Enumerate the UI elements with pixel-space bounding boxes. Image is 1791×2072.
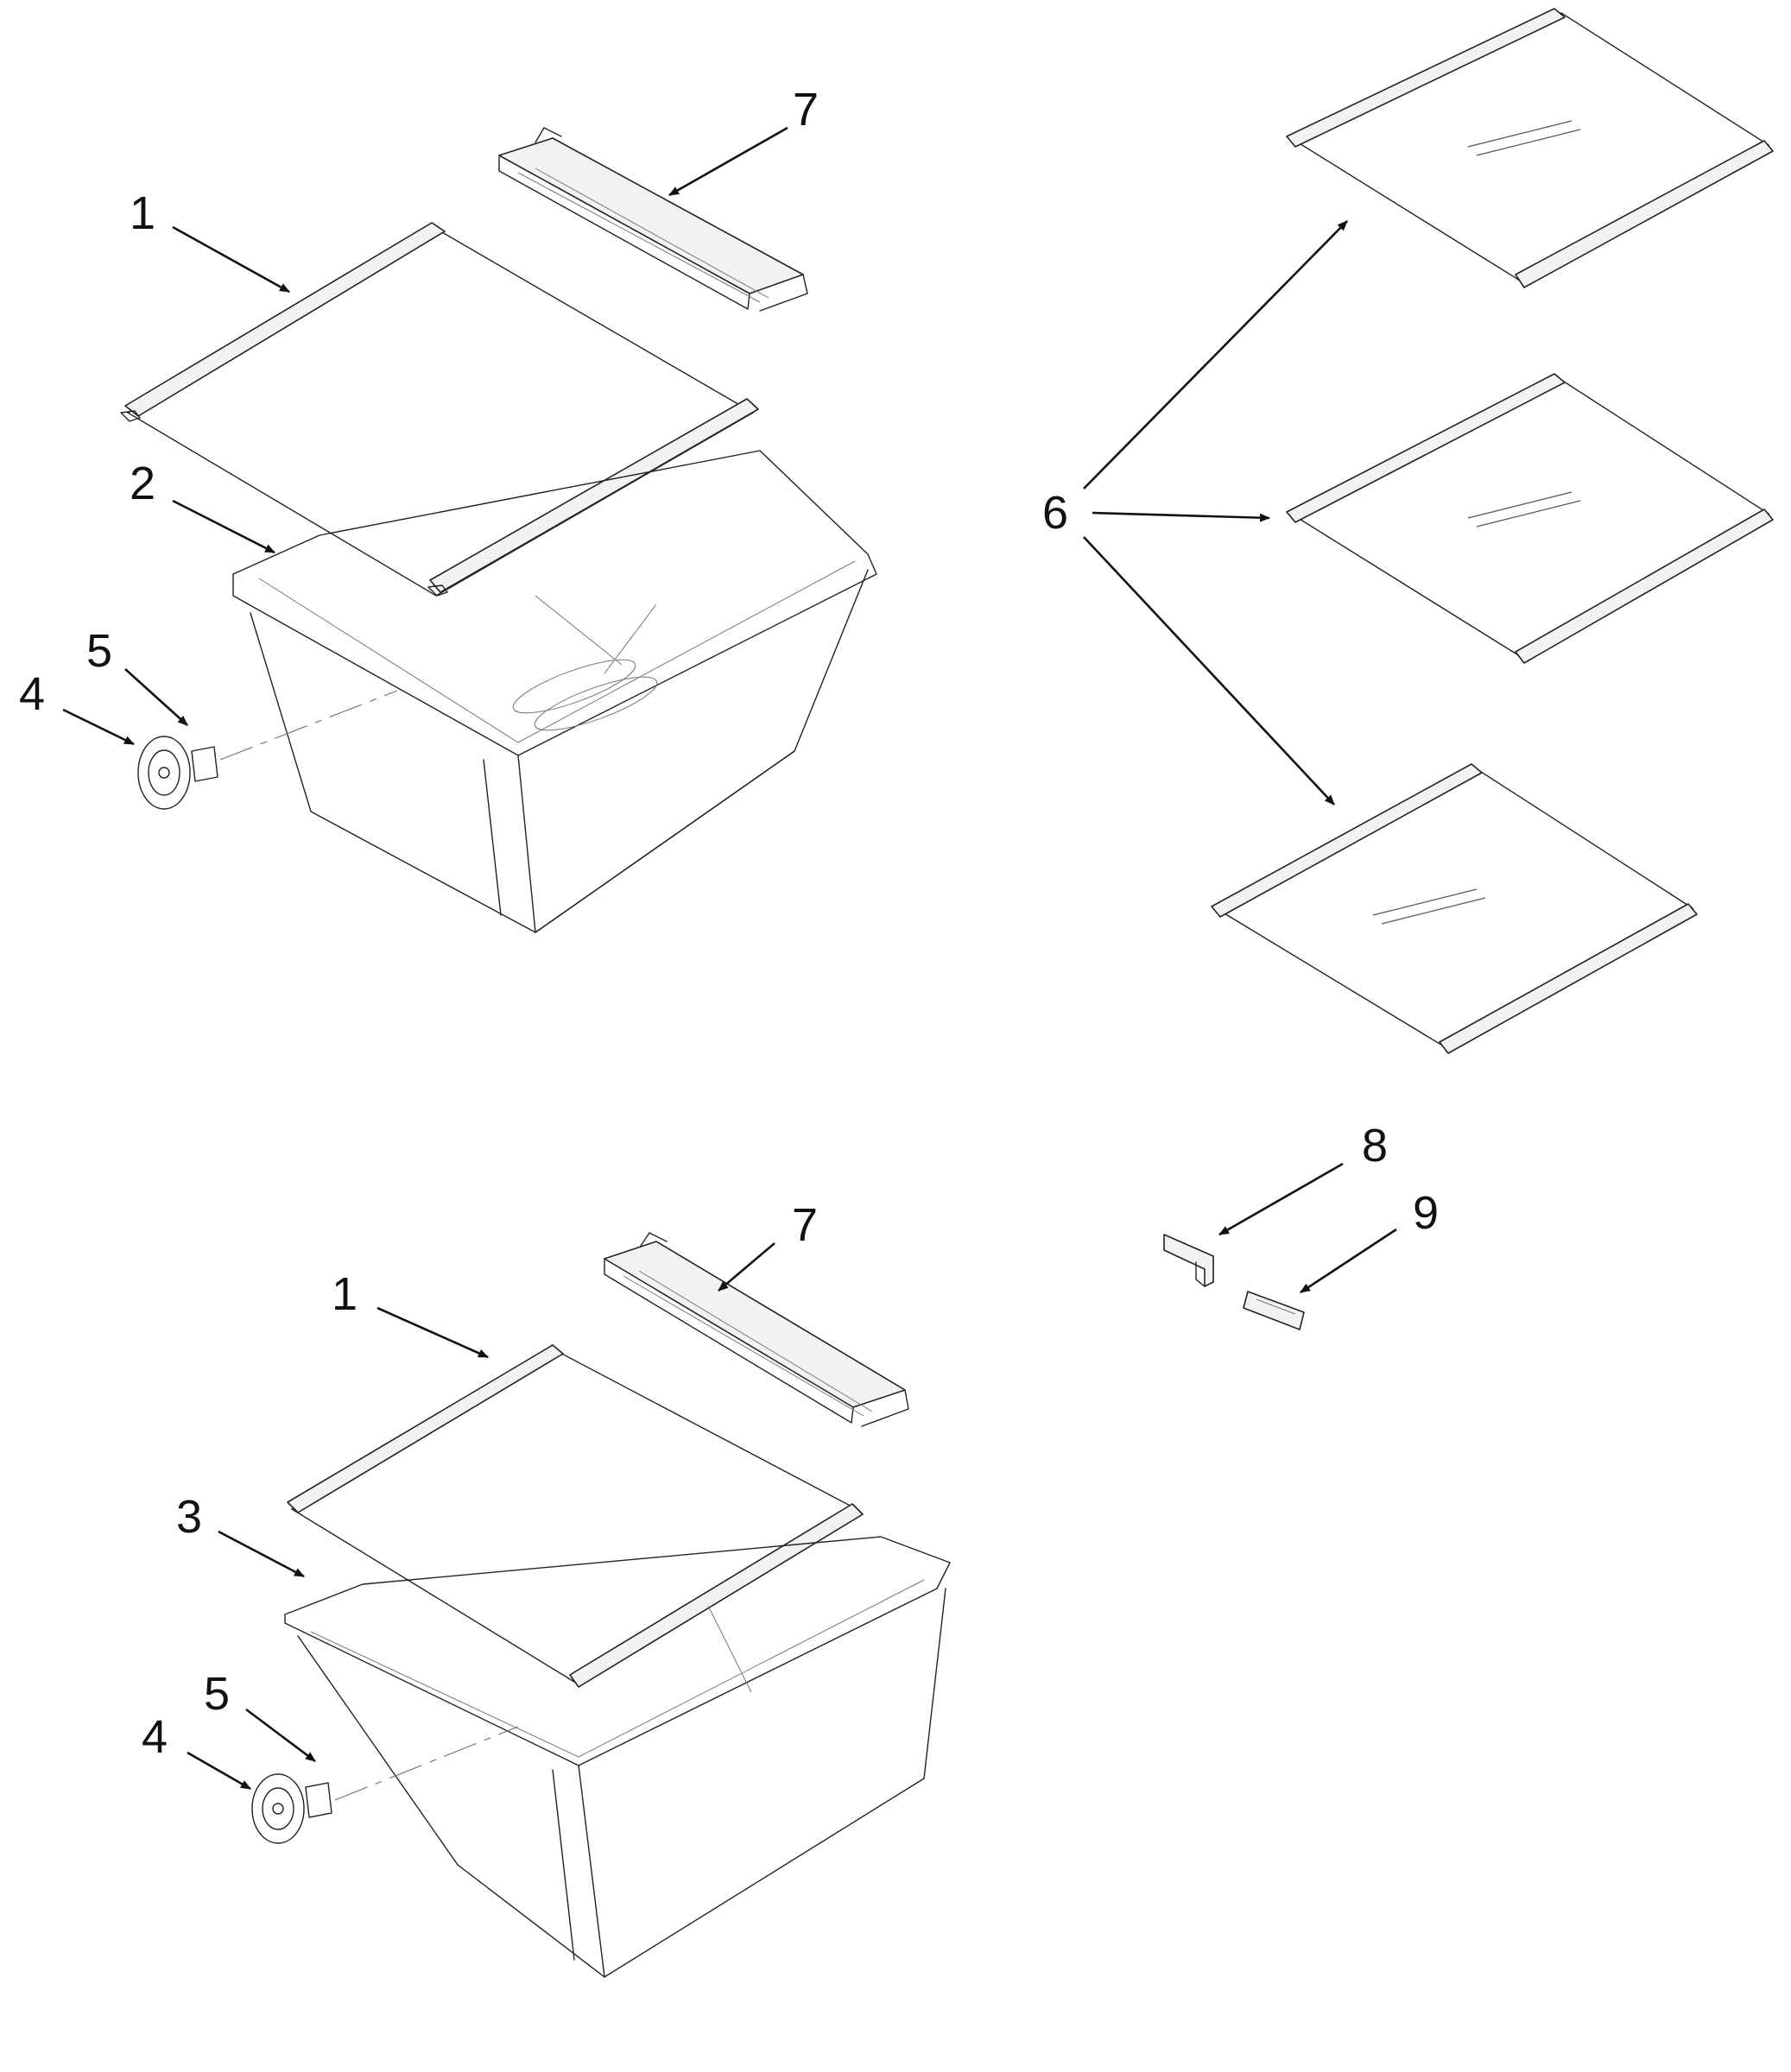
upper-roller-wheel <box>137 736 191 810</box>
callout-7-upper: 7 <box>793 84 819 136</box>
upper-crisper-cover-shelf <box>120 222 759 597</box>
leader-3 <box>218 1530 305 1578</box>
lower-axle-centerline <box>334 1726 519 1801</box>
leader-1-upper <box>172 225 290 294</box>
callout-2: 2 <box>130 458 155 509</box>
leader-5-lower <box>245 1708 316 1763</box>
lower-crisper-cover-shelf <box>287 1344 864 1688</box>
leader-4-upper <box>62 708 135 746</box>
upper-axle-centerline <box>219 690 398 761</box>
callout-7-lower: 7 <box>792 1199 818 1251</box>
leader-9 <box>1300 1228 1397 1294</box>
lower-crisper-pan <box>284 1536 951 1978</box>
leader-1-lower <box>377 1306 489 1359</box>
upper-crisper-pan <box>232 450 877 933</box>
leader-8 <box>1218 1162 1344 1236</box>
leader-2 <box>172 499 275 554</box>
callout-6: 6 <box>1042 487 1068 539</box>
callout-3: 3 <box>176 1491 202 1543</box>
leader-6-bottom <box>1083 536 1335 805</box>
shelf-bracket-part-9 <box>1243 1291 1305 1330</box>
callout-4-upper: 4 <box>19 668 45 720</box>
glass-shelf-bottom <box>1211 763 1698 1054</box>
upper-glide-rail <box>498 127 808 312</box>
leader-7-upper <box>668 126 788 197</box>
shelf-bracket-part-8 <box>1163 1234 1214 1287</box>
leader-4-lower <box>187 1751 251 1791</box>
callout-5-upper: 5 <box>86 625 112 677</box>
lower-glide-rail <box>604 1232 909 1427</box>
leader-7-lower <box>718 1242 775 1292</box>
lower-roller-wheel <box>251 1773 305 1844</box>
callout-8: 8 <box>1362 1120 1388 1172</box>
leader-5-upper <box>124 668 188 726</box>
callout-4-lower: 4 <box>142 1711 168 1763</box>
glass-shelf-middle <box>1286 373 1774 664</box>
leader-lines <box>62 126 1397 1791</box>
lower-roller-axle <box>305 1782 332 1818</box>
leader-6-top <box>1083 220 1348 490</box>
upper-roller-axle <box>191 746 218 782</box>
callout-1-lower: 1 <box>332 1268 358 1320</box>
callout-9: 9 <box>1413 1187 1439 1239</box>
leader-6-middle <box>1092 511 1270 522</box>
callout-1-upper: 1 <box>130 187 155 239</box>
glass-shelf-top <box>1286 8 1774 288</box>
callout-5-lower: 5 <box>204 1668 230 1720</box>
